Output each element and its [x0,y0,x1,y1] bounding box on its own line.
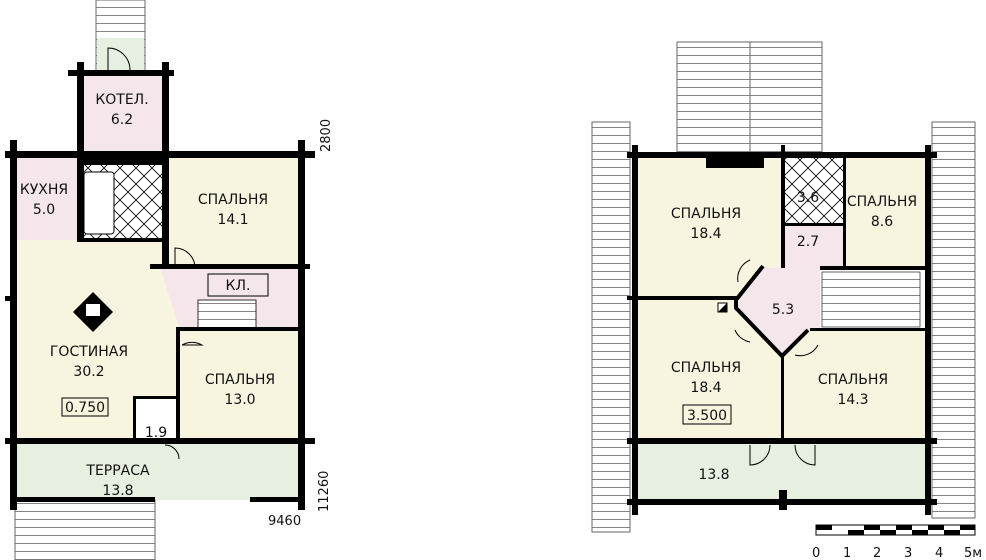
room-hall [735,268,820,356]
bathtub [83,171,115,235]
scale-label: 5м [964,546,982,560]
room-area: 13.0 [224,392,255,408]
room-bedroom-130 [180,330,302,441]
room-name: ТЕРРАСА [85,463,150,479]
room-area: 5.0 [33,202,55,218]
scale-bar: 0 1 2 3 4 5м [812,524,982,560]
room-area: 5.3 [772,302,794,318]
door [749,444,771,466]
scale-label: 4 [935,546,943,560]
level-mark-box [61,397,109,417]
door [737,259,751,283]
dimension-length: 11260 [317,471,332,512]
door-terrace [164,444,180,460]
dimension-width: 9460 [268,514,301,529]
dumbwaiter-icon [717,302,728,313]
roof-right [931,121,976,519]
room-corridor [783,225,845,268]
room-name: КОТЕЛ. [95,92,148,108]
room-terrace [13,441,302,500]
ground-floor-plan: КОТЕЛ. 6.2 КУХНЯ 5.0 СПАЛЬНЯ 14.1 КЛ. ГО… [5,0,334,560]
scale-label: 0 [812,546,820,560]
dimension-annex: 2800 [319,119,334,152]
room-name: КЛ. [226,278,251,294]
upper-floor-plan: СПАЛЬНЯ 18.4 3.6 СПАЛЬНЯ 8.6 2.7 5.3 СПА… [591,41,976,533]
room-name: КУХНЯ [20,182,68,198]
room-bedroom-86 [845,155,928,268]
room-bedroom-143 [783,330,928,441]
room-area: 18.4 [690,380,721,396]
room-area: 18.4 [690,226,721,242]
room-name: СПАЛЬНЯ [818,372,888,388]
room-name: СПАЛЬНЯ [847,194,917,210]
room-kitchen [13,155,80,240]
scale-label: 2 [873,546,881,560]
room-bedroom-141 [165,155,302,268]
stair-inner [197,299,257,331]
door [794,444,816,466]
room-area: 14.3 [837,392,868,408]
room-wc [135,398,180,441]
walls [5,62,315,510]
room-area: 14.1 [217,212,248,228]
scale-label: 1 [843,546,851,560]
fireplace-icon [73,292,113,332]
level-mark-box [682,404,732,425]
stairs [821,271,921,328]
room-name: СПАЛЬНЯ [198,192,268,208]
roof-left [591,121,631,533]
room-area: 13.8 [698,467,729,483]
room-area: 2.7 [797,234,819,250]
door [734,329,751,343]
door [794,344,819,357]
room-area: 1.9 [145,425,167,441]
room-boiler [80,72,165,155]
room-area: 13.8 [102,483,133,499]
room-bath [783,155,845,225]
room-name: СПАЛЬНЯ [671,206,741,222]
level-mark: 3.500 [687,408,727,424]
room-area: 6.2 [111,112,133,128]
room-name: ГОСТИНАЯ [50,344,128,360]
door-bedroom-141 [174,247,196,269]
room-name: СПАЛЬНЯ [205,372,275,388]
room-name: СПАЛЬНЯ [671,360,741,376]
room-area: 30.2 [73,364,104,380]
walls [627,145,937,515]
room-area: 8.6 [871,214,893,230]
room-area: 3.6 [797,190,819,206]
level-mark: 0.750 [65,400,105,416]
entrance-stair-top [95,0,146,73]
door-bedroom-130 [181,341,204,346]
scale-label: 3 [904,546,912,560]
room-living [13,240,180,441]
entrance-stair-bottom [14,499,156,560]
